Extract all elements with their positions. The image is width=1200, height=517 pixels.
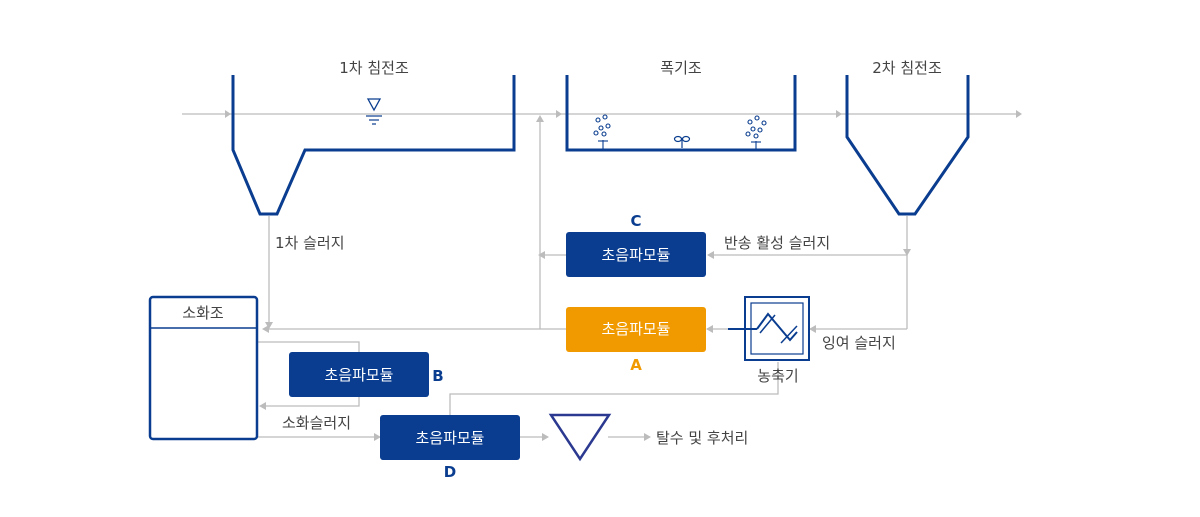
module-a-letter: A — [630, 356, 642, 374]
thickened-sludge-line — [262, 325, 728, 333]
mixer-icon — [673, 135, 691, 148]
primary-clarifier-tank — [231, 75, 516, 216]
primary-sludge-label: 1차 슬러지 — [275, 234, 345, 252]
secondary-clarifier-tank — [845, 75, 970, 216]
ultrasonic-module-b[interactable]: 초음파모듈 — [289, 352, 429, 397]
digester-tank — [148, 295, 259, 441]
secondary-clarifier-label: 2차 침전조 — [872, 59, 942, 77]
ultrasonic-module-c[interactable]: 초음파모듈 — [566, 232, 706, 277]
arrow-icon — [706, 325, 713, 333]
digester-label: 소화조 — [182, 304, 224, 322]
primary-clarifier-label: 1차 침전조 — [339, 59, 409, 77]
air-bubbles-icon — [745, 115, 767, 149]
thickener-icon — [728, 296, 810, 361]
arrow-icon — [556, 110, 562, 118]
dewatering-feed-line — [520, 433, 651, 441]
excess-sludge-label: 잉여 슬러지 — [822, 334, 896, 352]
secondary-sludge-line — [707, 216, 911, 333]
dewatering-funnel-icon — [548, 413, 612, 462]
module-d-letter: D — [444, 463, 456, 481]
module-b-letter: B — [432, 367, 443, 385]
arrow-icon — [536, 115, 544, 122]
main-flow-line — [182, 110, 1022, 118]
arrow-icon — [542, 433, 549, 441]
arrow-icon — [644, 433, 651, 441]
return-riser-line — [536, 115, 566, 329]
arrow-icon — [809, 325, 816, 333]
air-bubbles-icon — [593, 114, 611, 149]
module-c-letter: C — [630, 212, 641, 230]
water-level-icon — [366, 98, 382, 125]
module-d-label: 초음파모듈 — [415, 429, 484, 447]
arrow-icon — [538, 251, 545, 259]
thickener-label: 농축기 — [757, 367, 798, 385]
digested-sludge-line — [258, 433, 381, 441]
arrow-icon — [225, 110, 231, 118]
dewatering-label: 탈수 및 후처리 — [656, 429, 748, 447]
arrow-icon — [259, 402, 266, 410]
ultrasonic-module-a[interactable]: 초음파모듈 — [566, 307, 706, 352]
aeration-tank-label: 폭기조 — [660, 59, 702, 77]
arrow-icon — [374, 433, 381, 441]
thickener-return-line — [449, 362, 779, 415]
return-sludge-label: 반송 활성 슬러지 — [724, 234, 830, 252]
module-c-label: 초음파모듈 — [601, 246, 670, 264]
digested-sludge-label: 소화슬러지 — [282, 414, 351, 432]
digester-recirculation-line — [258, 341, 360, 410]
ultrasonic-module-d[interactable]: 초음파모듈 — [380, 415, 520, 460]
aeration-tank — [565, 75, 797, 152]
module-a-label: 초음파모듈 — [601, 320, 670, 338]
module-b-label: 초음파모듈 — [324, 366, 393, 384]
primary-sludge-line — [265, 216, 273, 329]
arrow-icon — [836, 110, 842, 118]
arrow-icon — [903, 249, 911, 256]
arrow-icon — [707, 251, 714, 259]
arrow-icon — [262, 325, 269, 333]
arrow-icon — [1016, 110, 1022, 118]
